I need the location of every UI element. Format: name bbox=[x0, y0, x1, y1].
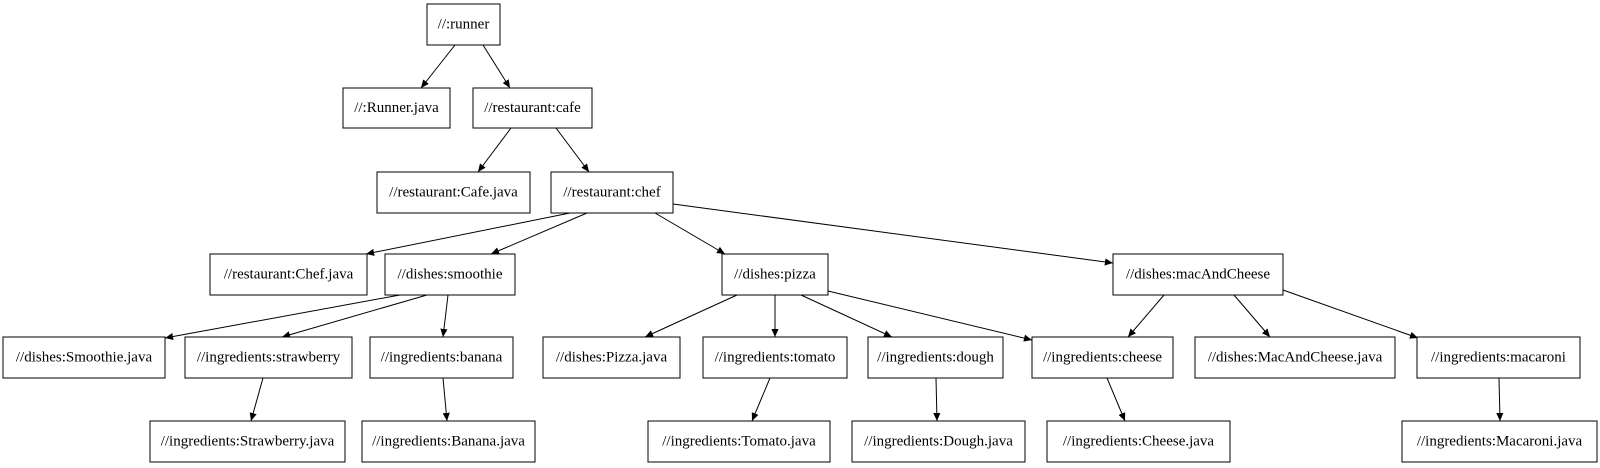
node-smoothie-java-label: //dishes:Smoothie.java bbox=[16, 350, 153, 366]
edge-mac-and-cheese-to-mac-and-cheese-java bbox=[1233, 294, 1271, 338]
node-runner-label: //:runner bbox=[438, 17, 490, 33]
nodes-layer: //:runner //:Runner.java //restaurant:ca… bbox=[2, 3, 1598, 463]
edge-mac-and-cheese-to-macaroni bbox=[1282, 289, 1419, 339]
node-smoothie: //dishes:smoothie bbox=[384, 253, 516, 296]
edges-layer bbox=[164, 44, 1504, 422]
node-tomato-java-box bbox=[647, 420, 831, 463]
node-banana-java: //ingredients:Banana.java bbox=[361, 420, 536, 463]
node-runner-java-box bbox=[342, 87, 451, 129]
node-pizza-java-box bbox=[542, 336, 681, 379]
node-cheese-java-label: //ingredients:Cheese.java bbox=[1063, 434, 1215, 450]
node-chef-java-label: //restaurant:Chef.java bbox=[224, 267, 354, 283]
node-tomato-label: //ingredients:tomato bbox=[715, 350, 836, 366]
node-dough-java-box bbox=[851, 420, 1026, 463]
node-chef-java-box bbox=[209, 253, 368, 296]
node-smoothie-box bbox=[384, 253, 516, 296]
node-mac-and-cheese: //dishes:macAndCheese bbox=[1112, 253, 1284, 296]
edge-banana-to-banana-java bbox=[442, 377, 450, 422]
node-chef: //restaurant:chef bbox=[550, 171, 674, 214]
node-dough: //ingredients:dough bbox=[867, 336, 1004, 379]
node-macaroni-java-box bbox=[1401, 420, 1598, 463]
node-strawberry-box bbox=[184, 336, 353, 379]
node-dough-java-label: //ingredients:Dough.java bbox=[864, 434, 1013, 450]
edge-runner-to-runner-java bbox=[420, 44, 456, 89]
node-macaroni-java-label: //ingredients:Macaroni.java bbox=[1417, 434, 1583, 450]
edge-chef-to-mac-and-cheese bbox=[672, 203, 1114, 266]
node-pizza-box bbox=[721, 253, 829, 296]
node-banana-box bbox=[369, 336, 514, 379]
edge-mac-and-cheese-to-cheese bbox=[1127, 294, 1165, 338]
node-strawberry-java-box bbox=[149, 420, 346, 463]
node-pizza-java-label: //dishes:Pizza.java bbox=[556, 350, 668, 366]
node-mac-and-cheese-java-label: //dishes:MacAndCheese.java bbox=[1208, 350, 1383, 366]
node-strawberry-java: //ingredients:Strawberry.java bbox=[149, 420, 346, 463]
node-dough-box bbox=[867, 336, 1004, 379]
node-cafe-java: //restaurant:Cafe.java bbox=[376, 171, 531, 214]
edge-dough-to-dough-java bbox=[933, 377, 941, 422]
node-cafe-label: //restaurant:cafe bbox=[484, 100, 581, 116]
node-strawberry-label: //ingredients:strawberry bbox=[197, 350, 341, 366]
edge-strawberry-to-strawberry-java bbox=[249, 377, 264, 422]
edge-cafe-to-cafe-java bbox=[477, 127, 512, 173]
node-chef-box bbox=[550, 171, 674, 214]
node-cafe-box bbox=[472, 87, 593, 129]
edge-tomato-to-tomato-java bbox=[751, 377, 771, 422]
node-cheese-box bbox=[1031, 336, 1174, 379]
node-cafe-java-label: //restaurant:Cafe.java bbox=[389, 185, 518, 201]
edge-smoothie-to-banana bbox=[440, 294, 449, 338]
node-runner: //:runner bbox=[426, 3, 501, 46]
edge-cafe-to-chef bbox=[555, 127, 590, 173]
node-strawberry: //ingredients:strawberry bbox=[184, 336, 353, 379]
edge-cheese-to-cheese-java bbox=[1106, 377, 1126, 422]
node-cafe: //restaurant:cafe bbox=[472, 87, 593, 129]
node-macaroni-label: //ingredients:macaroni bbox=[1431, 350, 1566, 366]
node-tomato: //ingredients:tomato bbox=[702, 336, 848, 379]
edge-pizza-to-cheese bbox=[827, 290, 1033, 342]
node-chef-java: //restaurant:Chef.java bbox=[209, 253, 368, 296]
node-cafe-java-box bbox=[376, 171, 531, 214]
node-smoothie-java-box bbox=[2, 336, 166, 379]
edge-macaroni-to-macaroni-java bbox=[1496, 377, 1504, 422]
node-banana-java-label: //ingredients:Banana.java bbox=[372, 434, 525, 450]
node-tomato-java-label: //ingredients:Tomato.java bbox=[662, 434, 816, 450]
node-pizza-java: //dishes:Pizza.java bbox=[542, 336, 681, 379]
edge-runner-to-cafe bbox=[482, 44, 511, 89]
node-mac-and-cheese-java-box bbox=[1194, 336, 1396, 379]
edge-pizza-to-dough bbox=[800, 294, 893, 338]
node-tomato-box bbox=[702, 336, 848, 379]
edge-chef-to-pizza bbox=[654, 212, 726, 255]
node-cheese-java-box bbox=[1046, 420, 1231, 463]
edge-smoothie-to-smoothie-java bbox=[164, 294, 401, 341]
node-cheese: //ingredients:cheese bbox=[1031, 336, 1174, 379]
node-strawberry-java-label: //ingredients:Strawberry.java bbox=[161, 434, 335, 450]
edge-smoothie-to-strawberry bbox=[281, 294, 428, 339]
node-pizza: //dishes:pizza bbox=[721, 253, 829, 296]
node-macaroni-java: //ingredients:Macaroni.java bbox=[1401, 420, 1598, 463]
node-cheese-label: //ingredients:cheese bbox=[1043, 350, 1162, 366]
node-dough-java: //ingredients:Dough.java bbox=[851, 420, 1026, 463]
node-banana: //ingredients:banana bbox=[369, 336, 514, 379]
node-banana-label: //ingredients:banana bbox=[381, 350, 503, 366]
node-macaroni-box bbox=[1416, 336, 1581, 379]
node-mac-and-cheese-label: //dishes:macAndCheese bbox=[1126, 267, 1270, 283]
node-runner-java-label: //:Runner.java bbox=[354, 100, 439, 116]
edge-pizza-to-pizza-java bbox=[644, 294, 738, 338]
node-mac-and-cheese-box bbox=[1112, 253, 1284, 296]
node-mac-and-cheese-java: //dishes:MacAndCheese.java bbox=[1194, 336, 1396, 379]
node-pizza-label: //dishes:pizza bbox=[734, 267, 816, 283]
edge-chef-to-smoothie bbox=[490, 212, 588, 255]
node-banana-java-box bbox=[361, 420, 536, 463]
node-macaroni: //ingredients:macaroni bbox=[1416, 336, 1581, 379]
node-dough-label: //ingredients:dough bbox=[877, 350, 994, 366]
node-tomato-java: //ingredients:Tomato.java bbox=[647, 420, 831, 463]
node-runner-java: //:Runner.java bbox=[342, 87, 451, 129]
node-runner-box bbox=[426, 3, 501, 46]
node-smoothie-java: //dishes:Smoothie.java bbox=[2, 336, 166, 379]
node-smoothie-label: //dishes:smoothie bbox=[398, 267, 503, 283]
edge-chef-to-chef-java bbox=[365, 212, 571, 256]
node-cheese-java: //ingredients:Cheese.java bbox=[1046, 420, 1231, 463]
node-chef-label: //restaurant:chef bbox=[563, 185, 660, 201]
